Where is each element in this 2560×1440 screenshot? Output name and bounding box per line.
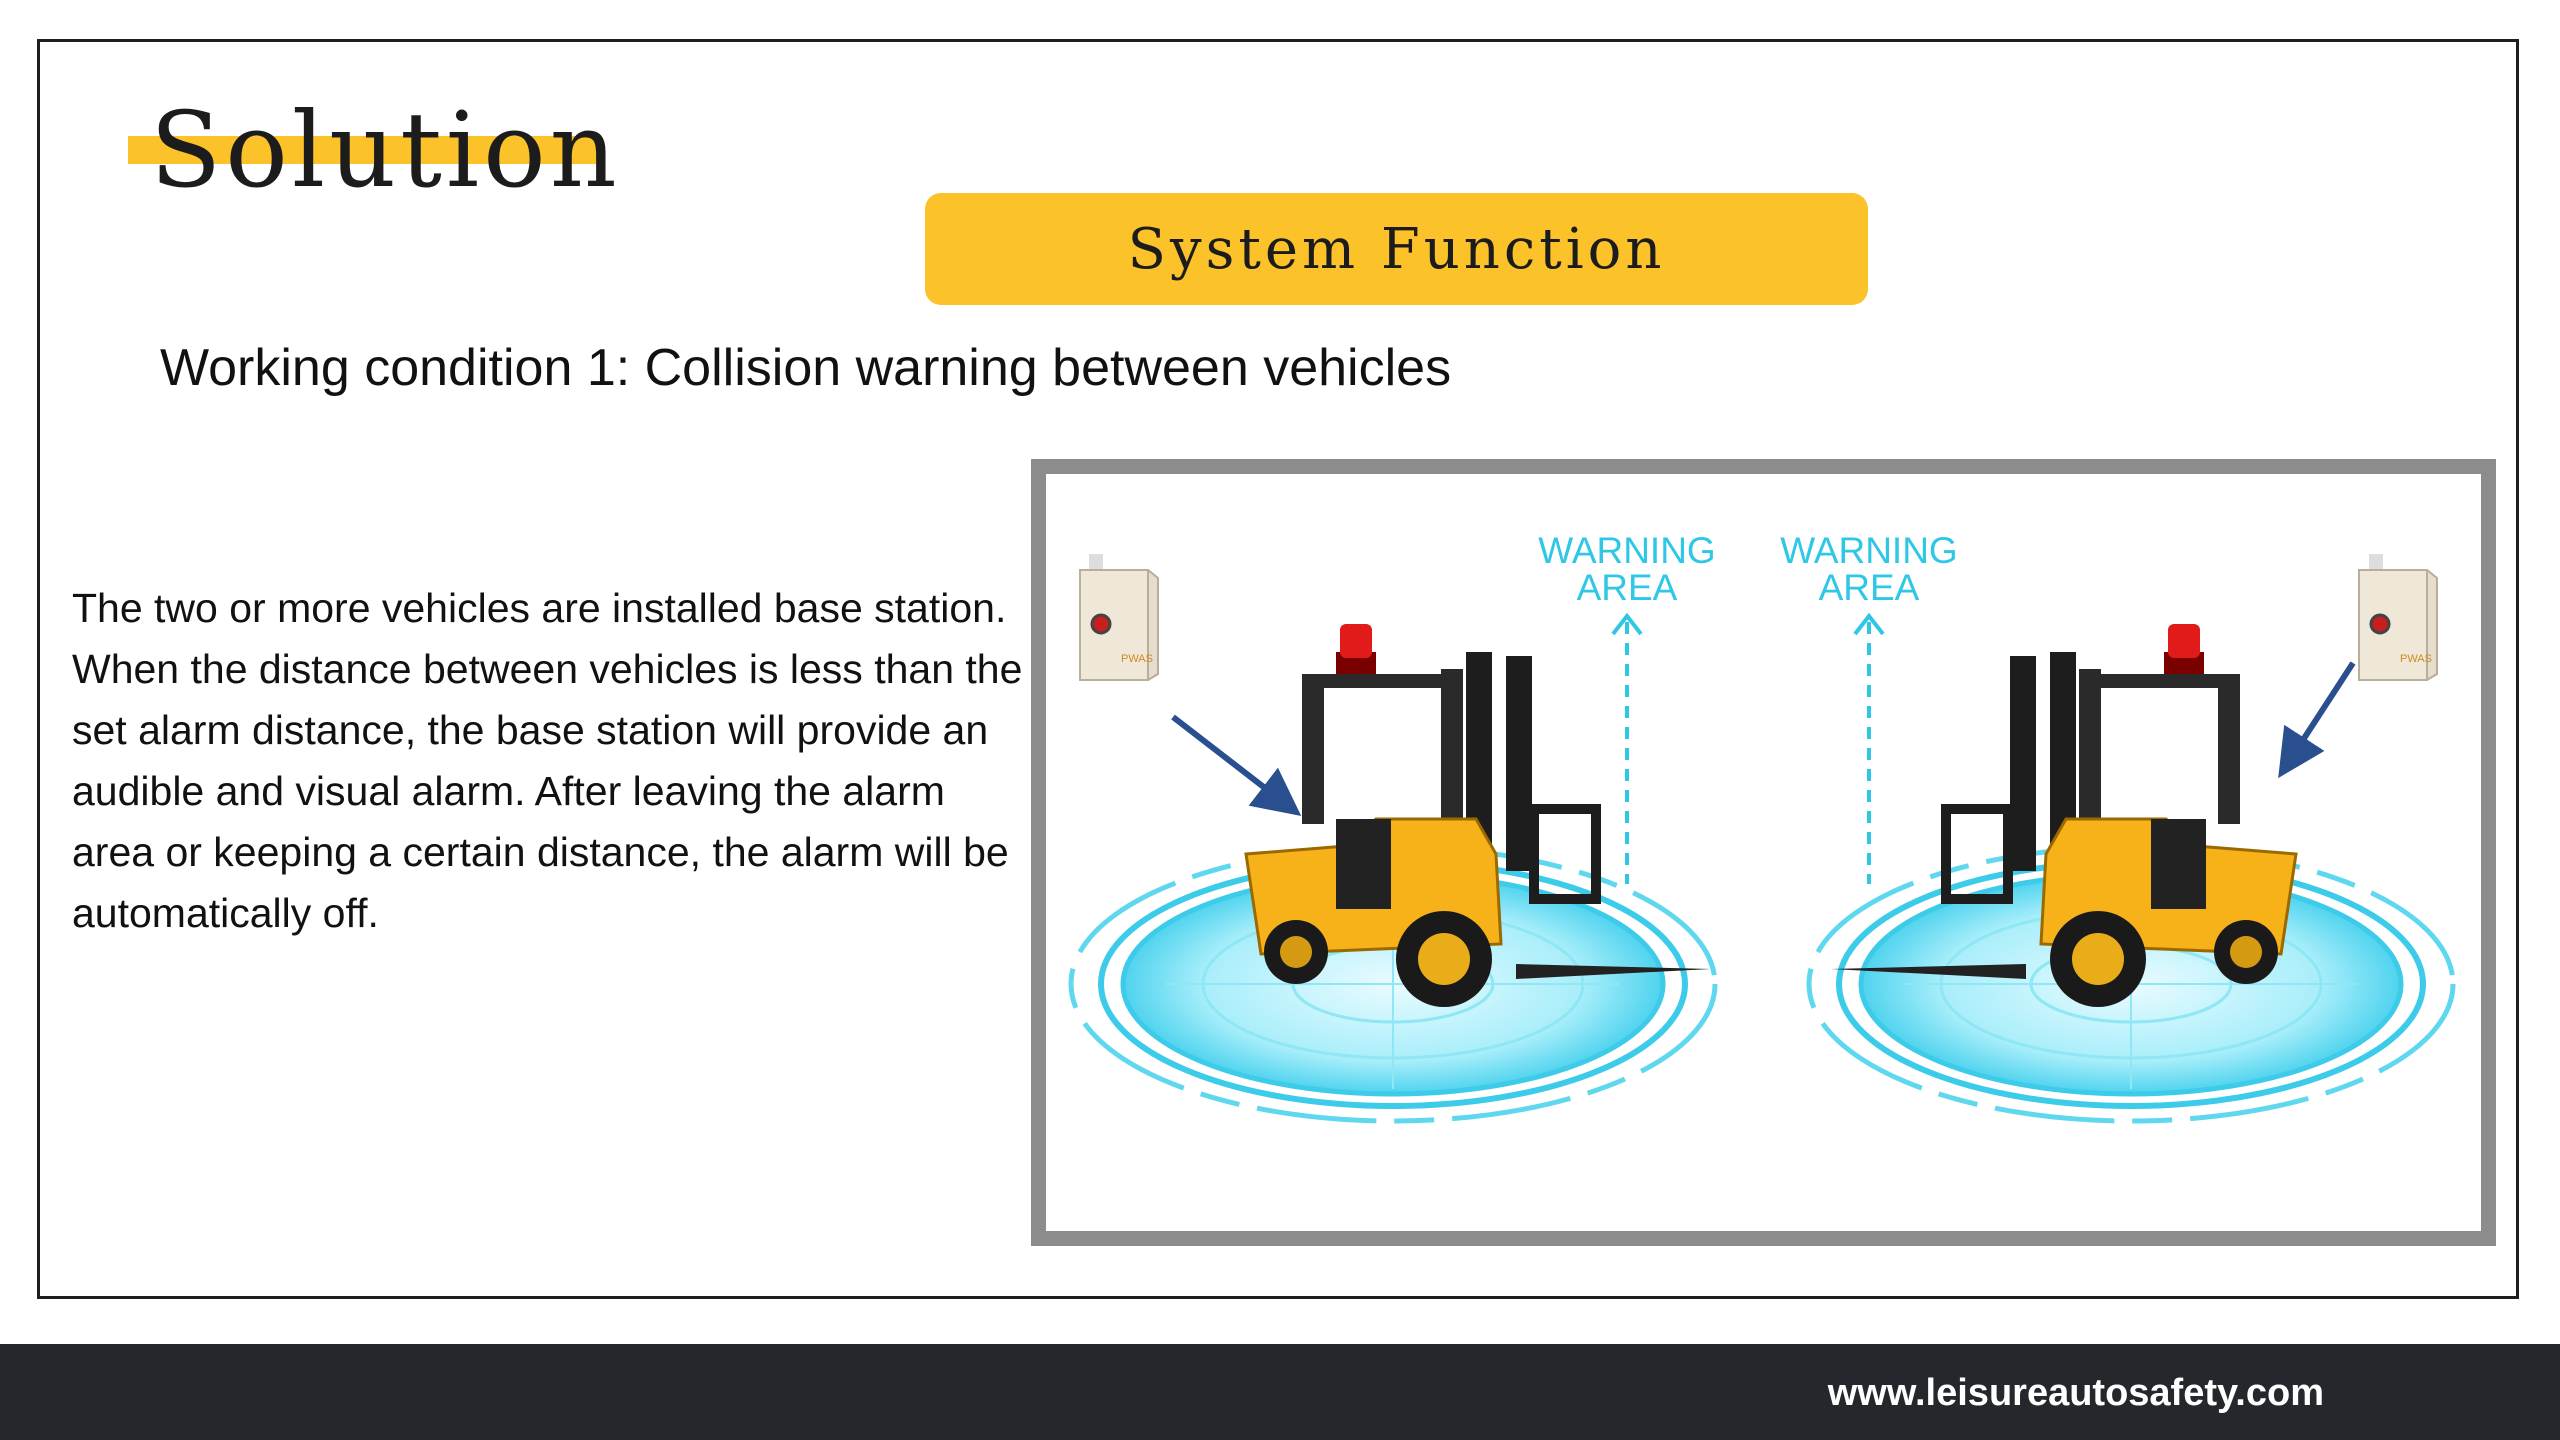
pointer-arrow-right <box>2278 661 2356 779</box>
footer-bar: www.leisureautosafety.com <box>0 1344 2560 1440</box>
base-station-left-icon: PWAS <box>1079 554 1159 681</box>
section-label: System Function <box>1127 216 1666 282</box>
warning-right-line2: AREA <box>1819 567 1920 608</box>
base-station-right-icon: PWAS <box>2358 554 2438 681</box>
title-highlight-bar <box>128 136 600 164</box>
section-pill: System Function <box>925 193 1868 305</box>
title-block: Solution <box>128 90 617 210</box>
warning-label-left: WARNING AREA <box>1538 530 1716 884</box>
warning-label-right: WARNING AREA <box>1780 530 1958 884</box>
description-text: The two or more vehicles are installed b… <box>72 585 1023 936</box>
device-right-label: PWAS <box>2400 653 2432 665</box>
forklift-left-icon <box>1244 624 1711 1007</box>
warning-right-line1: WARNING <box>1780 530 1957 571</box>
collision-warning-illustration: WARNING AREA WARNING AREA PWAS PWAS <box>1031 459 2496 1246</box>
warning-left-line2: AREA <box>1577 567 1678 608</box>
device-left-label: PWAS <box>1121 653 1153 665</box>
subheading: Working condition 1: Collision warning b… <box>160 339 1452 397</box>
forklift-right-icon <box>1831 624 2298 1007</box>
page-title: Solution <box>150 89 621 211</box>
pointer-arrow-left <box>1171 714 1302 816</box>
website-link[interactable]: www.leisureautosafety.com <box>1827 1372 2324 1414</box>
warning-left-line1: WARNING <box>1538 530 1715 571</box>
slide-frame <box>37 39 2519 1299</box>
illustration-svg: WARNING AREA WARNING AREA PWAS PWAS <box>1068 530 2456 1124</box>
